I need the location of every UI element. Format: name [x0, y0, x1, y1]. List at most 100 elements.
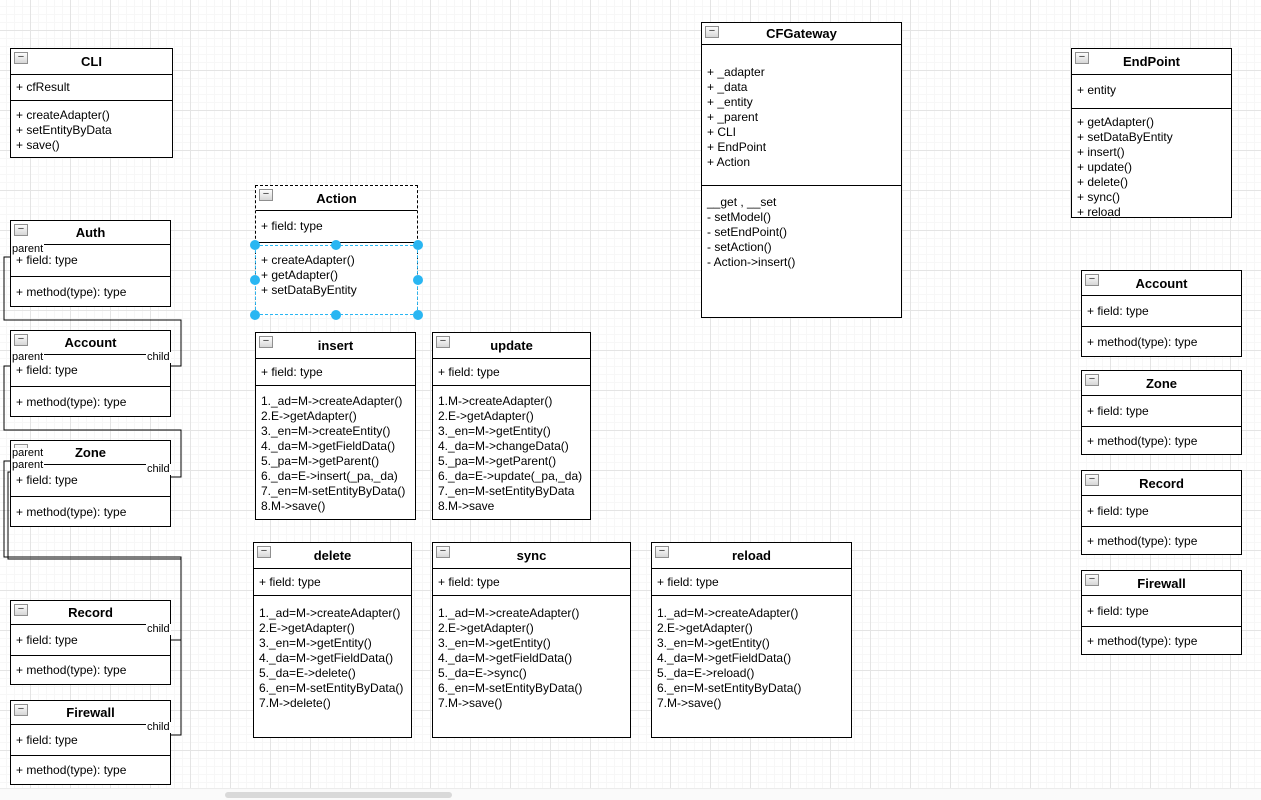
class-title: Account — [64, 335, 117, 350]
member-row: 5._da=E->delete() — [259, 666, 356, 680]
collapse-icon[interactable]: − — [14, 224, 28, 236]
member-row: 6._en=M-setEntityByData() — [259, 681, 404, 695]
member-row: + field: type — [438, 575, 500, 589]
member-row: + entity — [1077, 83, 1117, 97]
selection-handle[interactable] — [413, 240, 423, 250]
class-cfgateway[interactable]: − CFGateway + _adapter+ _data+ _entity+ … — [701, 22, 902, 318]
class-reload[interactable]: − reload + field: type 1._ad=M->createAd… — [651, 542, 852, 738]
member-row: + method(type): type — [1087, 335, 1198, 349]
collapse-icon[interactable]: − — [257, 546, 271, 558]
class-title: Zone — [1145, 375, 1178, 391]
member-row: + field: type — [1087, 404, 1149, 418]
member-row: + getAdapter() — [261, 268, 339, 282]
collapse-icon[interactable]: − — [705, 26, 719, 38]
member-row: 3._en=M->getEntity() — [259, 636, 372, 650]
class-record-right[interactable]: − Record + field: type + method(type): t… — [1081, 470, 1242, 555]
class-update[interactable]: − update + field: type 1.M->createAdapte… — [432, 332, 591, 520]
horizontal-scrollbar-thumb[interactable] — [225, 792, 452, 798]
member-row: + field: type — [259, 575, 321, 589]
selection-handle[interactable] — [331, 240, 341, 250]
member-row: + field: type — [438, 365, 500, 379]
selection-handle[interactable] — [413, 310, 423, 320]
edge-zone-firewall[interactable] — [7, 471, 182, 736]
class-auth[interactable]: − Auth + field: type + method(type): typ… — [10, 220, 171, 307]
collapse-icon[interactable]: − — [14, 334, 28, 346]
collapse-icon[interactable]: − — [436, 336, 450, 348]
class-firewall-right[interactable]: − Firewall + field: type + method(type):… — [1081, 570, 1242, 655]
collapse-icon[interactable]: − — [436, 546, 450, 558]
member-row: + field: type — [16, 733, 78, 747]
class-delete[interactable]: − delete + field: type 1._ad=M->createAd… — [253, 542, 412, 738]
member-row: + getAdapter() — [1077, 115, 1155, 129]
member-row: 5._da=E->reload() — [657, 666, 755, 680]
member-row: + setDataByEntity — [1077, 130, 1173, 144]
class-account-right[interactable]: − Account + field: type + method(type): … — [1081, 270, 1242, 357]
selection-rectangle — [255, 245, 418, 315]
member-row: 2.E->getAdapter() — [438, 409, 534, 423]
member-row: 5._pa=M->getParent() — [438, 454, 557, 468]
selection-handle[interactable] — [250, 310, 260, 320]
member-row: + field: type — [16, 363, 78, 377]
horizontal-scrollbar-track[interactable] — [0, 788, 1261, 800]
member-row: + field: type — [16, 633, 78, 647]
member-row: + method(type): type — [16, 505, 127, 519]
member-row: + Action — [707, 155, 751, 169]
class-account-left[interactable]: − Account + field: type + method(type): … — [10, 330, 171, 417]
member-row: + reload — [1077, 205, 1121, 219]
member-row: - setModel() — [707, 210, 772, 224]
class-title: Action — [316, 190, 357, 206]
member-row: - setAction() — [707, 240, 772, 254]
member-row: 1.M->createAdapter() — [438, 394, 553, 408]
selection-handle[interactable] — [331, 310, 341, 320]
class-title: CFGateway — [766, 26, 837, 41]
collapse-icon[interactable]: − — [14, 604, 28, 616]
member-row: 7._en=M-setEntityByData — [438, 484, 575, 498]
class-title: CLI — [81, 54, 102, 69]
class-title: Auth — [75, 225, 106, 240]
collapse-icon[interactable]: − — [655, 546, 669, 558]
member-row: 1._ad=M->createAdapter() — [261, 394, 403, 408]
collapse-icon[interactable]: − — [14, 704, 28, 716]
edge-auth-account[interactable] — [3, 256, 182, 367]
member-row: + save() — [16, 138, 60, 152]
collapse-icon[interactable]: − — [1075, 52, 1089, 64]
edge-zone-record[interactable] — [3, 460, 182, 641]
collapse-icon[interactable]: − — [1085, 574, 1099, 586]
collapse-icon[interactable]: − — [259, 336, 273, 348]
class-cli[interactable]: − CLI + cfResult + createAdapter()+ setE… — [10, 48, 173, 158]
selection-handle[interactable] — [250, 240, 260, 250]
member-row: 1._ad=M->createAdapter() — [438, 606, 580, 620]
member-row: + method(type): type — [16, 663, 127, 677]
class-insert[interactable]: − insert + field: type 1._ad=M->createAd… — [255, 332, 416, 520]
class-zone-right[interactable]: − Zone + field: type + method(type): typ… — [1081, 370, 1242, 455]
collapse-icon[interactable]: − — [1085, 374, 1099, 386]
edge-label-parent: parent — [11, 447, 45, 459]
selection-handle[interactable] — [250, 275, 260, 285]
collapse-icon[interactable]: − — [259, 189, 273, 201]
class-title: EndPoint — [1122, 54, 1181, 69]
collapse-icon[interactable]: − — [1085, 474, 1099, 486]
member-row: + delete() — [1077, 175, 1129, 189]
class-title: Account — [1135, 275, 1188, 291]
member-row: 6._da=E->insert(_pa,_da) — [261, 469, 398, 483]
member-row: 6._en=M-setEntityByData() — [657, 681, 802, 695]
edge-label-child: child — [146, 623, 171, 635]
class-record-left[interactable]: − Record + field: type + method(type): t… — [10, 600, 171, 685]
member-row: 7.M->delete() — [259, 696, 331, 710]
class-firewall-left[interactable]: − Firewall + field: type + method(type):… — [10, 700, 171, 785]
collapse-icon[interactable]: − — [14, 52, 28, 64]
member-row: 3._en=M->getEntity() — [657, 636, 770, 650]
edge-label-child: child — [146, 463, 171, 475]
edge-account-zone[interactable] — [3, 365, 182, 478]
member-row: 1._ad=M->createAdapter() — [259, 606, 401, 620]
class-sync[interactable]: − sync + field: type 1._ad=M->createAdap… — [432, 542, 631, 738]
class-title: Zone — [74, 445, 107, 460]
class-title: update — [490, 338, 533, 353]
class-endpoint[interactable]: − EndPoint + entity + getAdapter()+ setD… — [1071, 48, 1232, 219]
selection-handle[interactable] — [413, 275, 423, 285]
class-action[interactable]: − Action + field: type + createAdapter()… — [255, 185, 418, 315]
class-title: delete — [313, 548, 352, 563]
collapse-icon[interactable]: − — [1085, 274, 1099, 286]
member-row: __get , __set — [707, 195, 777, 209]
